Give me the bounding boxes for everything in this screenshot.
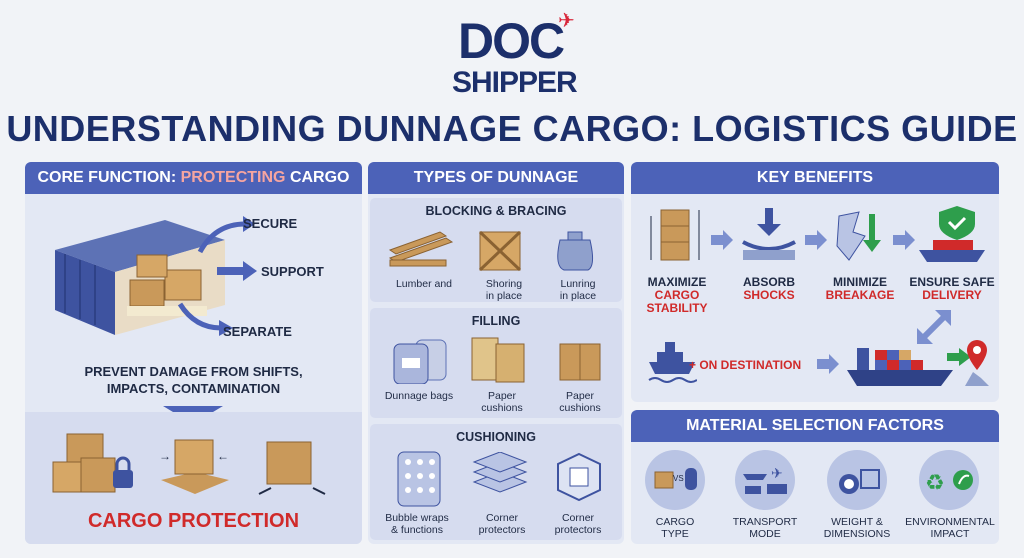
blocking-section: BLOCKING & BRACING Lumber and Shoring in… <box>370 198 622 302</box>
lumber-caption: Lumber and <box>395 278 453 290</box>
paper-cushions-icon <box>471 337 525 383</box>
environmental-icon: ♻ <box>919 450 979 510</box>
plane-icon: ✈ <box>558 10 575 32</box>
label-secure: SECURE <box>243 216 298 231</box>
bubble-wrap-icon <box>397 451 441 507</box>
shock-absorb-icon <box>742 208 796 260</box>
transport-mode-icon: ✈ <box>735 450 795 510</box>
prevent-damage-line2: IMPACTS, CONTAMINATION <box>106 381 281 396</box>
types-header: TYPES OF DUNNAGE <box>368 162 624 194</box>
key-benefits-header: KEY BENEFITS <box>631 162 999 194</box>
location-pin-icon <box>965 340 989 386</box>
corner-protectors-caption-1: Corner protectors <box>478 512 526 536</box>
filling-section: FILLING Dunnage bags Paper cushions Pape… <box>370 308 622 418</box>
core-function-header: CORE FUNCTION: PROTECTING CARGO <box>25 162 362 194</box>
cargo-type-icon <box>645 450 705 510</box>
docshipper-logo: DOC ✈ SHIPPER <box>440 8 590 102</box>
svg-text:←: ← <box>217 449 229 463</box>
arrow-right-icon-3 <box>893 230 915 250</box>
cargo-protection-label: CARGO PROTECTION <box>87 510 300 532</box>
ship-shield-icon <box>919 206 985 262</box>
page-title: UNDERSTANDING DUNNAGE CARGO: LOGISTICS G… <box>6 108 1018 149</box>
material-header: MATERIAL SELECTION FACTORS <box>631 410 999 442</box>
label-support: SUPPORT <box>261 264 324 279</box>
lunring-caption: Lunring in place <box>559 278 597 302</box>
corner-protector-icon <box>557 452 601 502</box>
prevent-damage-line1: PREVENT DAMAGE FROM SHIFTS, <box>84 364 303 379</box>
diagonal-arrow-icon <box>917 310 951 344</box>
lumber-icon <box>388 231 454 267</box>
arrow-right-icon-2 <box>805 230 827 250</box>
svg-text:→: → <box>159 449 171 463</box>
cushioning-section: CUSHIONING Bubble wraps & functions Corn… <box>370 424 622 540</box>
foam-sheets-icon <box>472 452 528 493</box>
weight-dimensions-icon <box>827 450 887 510</box>
shoring-crate-icon <box>478 230 522 272</box>
arrow-right-icon-4 <box>817 354 839 374</box>
green-arrow-icon <box>947 348 971 366</box>
arrow-secure-icon <box>197 216 255 254</box>
dunnage-bags-caption: Dunnage bags <box>384 390 454 402</box>
box-icon <box>559 343 601 381</box>
bubble-wrap-caption: Bubble wraps & functions <box>385 512 449 536</box>
logo-doc-text: DOC <box>458 13 565 69</box>
arrow-support-icon <box>217 261 257 281</box>
box-arrows-icon <box>258 441 326 495</box>
arrow-right-icon-1 <box>711 230 733 250</box>
svg-text:✈: ✈ <box>771 465 783 481</box>
cushioning-title: CUSHIONING <box>456 430 536 444</box>
arrow-separate-icon <box>177 302 233 336</box>
vs-label: VS <box>673 474 684 483</box>
dunnage-bags-icon <box>393 339 447 384</box>
factor-weight-dimensions: WEIGHT &DIMENSIONS <box>823 516 891 540</box>
destination-label: + ON DESTINATION <box>689 358 802 372</box>
filling-title: FILLING <box>471 314 521 328</box>
lunring-bag-icon <box>557 231 594 271</box>
cargo-ship-icon <box>847 348 953 386</box>
logo-shipper-text: SHIPPER <box>452 66 578 99</box>
blocking-title: BLOCKING & BRACING <box>425 204 567 218</box>
broken-item-icon <box>836 211 881 261</box>
core-function-panel: CORE FUNCTION: PROTECTING CARGO SECURE S… <box>25 162 362 544</box>
paper-cushions-caption-1: Paper cushions <box>481 390 523 414</box>
container-illustration <box>55 220 225 335</box>
label-separate: SEPARATE <box>223 324 292 339</box>
stacked-boxes-icon <box>650 209 700 261</box>
locked-boxes-icon <box>52 433 133 493</box>
corner-protectors-caption-2: Corner protectors <box>554 512 602 536</box>
wrapped-box-icon: →← <box>159 439 229 494</box>
small-ship-icon <box>648 342 697 383</box>
types-of-dunnage-panel: TYPES OF DUNNAGE BLOCKING & BRACING Lumb… <box>368 162 624 544</box>
shoring-caption: Shoring in place <box>485 278 523 302</box>
paper-cushions-caption-2: Paper cushions <box>559 390 601 414</box>
svg-text:♻: ♻ <box>925 470 945 495</box>
